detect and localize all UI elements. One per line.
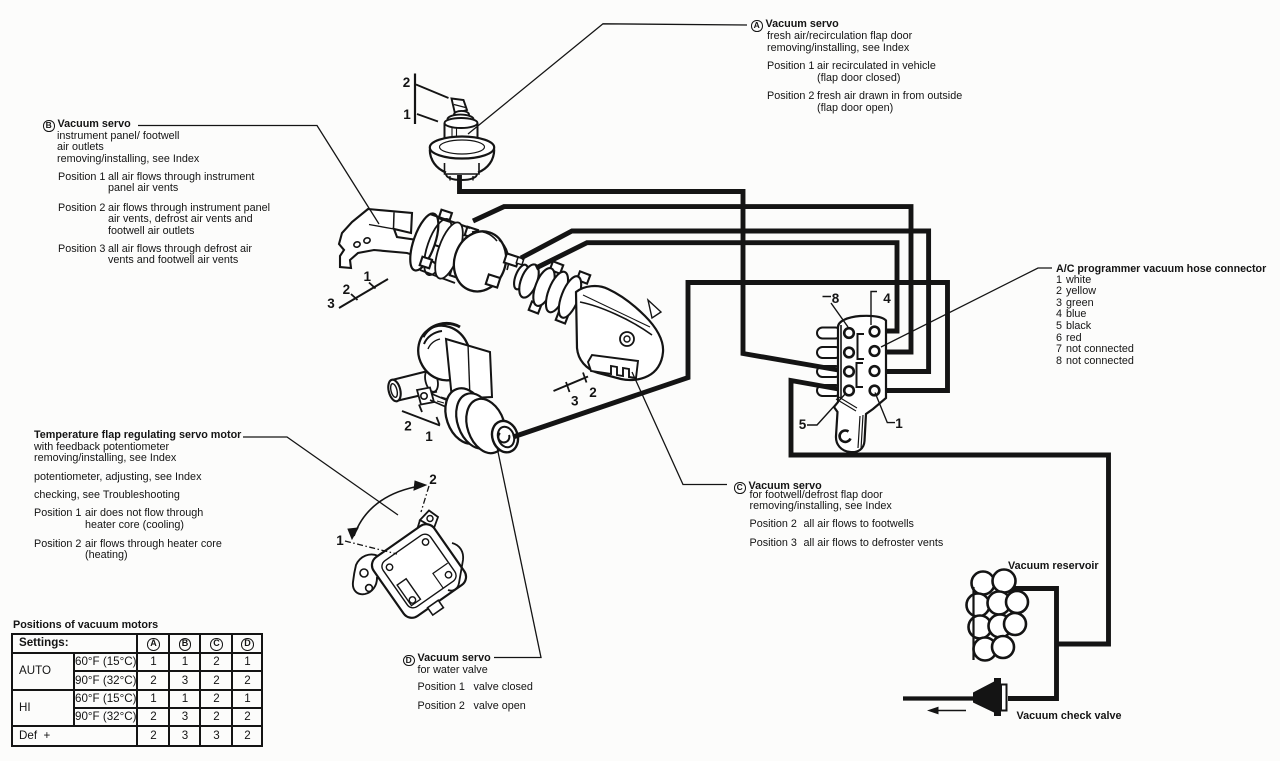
svg-text:2: 2 [589,385,597,400]
svg-text:1: 1 [364,269,372,284]
svg-text:2: 2 [429,472,437,487]
svg-text:3: 3 [571,394,579,409]
svg-text:8: 8 [832,291,840,306]
svg-text:3: 3 [327,296,335,311]
svg-text:1: 1 [403,107,411,122]
svg-text:2: 2 [404,419,412,434]
svg-text:4: 4 [883,291,891,306]
svg-text:1: 1 [336,533,344,548]
svg-text:1: 1 [425,429,433,444]
svg-text:5: 5 [799,417,807,432]
svg-text:2: 2 [403,75,411,90]
svg-text:2: 2 [343,282,351,297]
svg-text:1: 1 [895,416,903,431]
